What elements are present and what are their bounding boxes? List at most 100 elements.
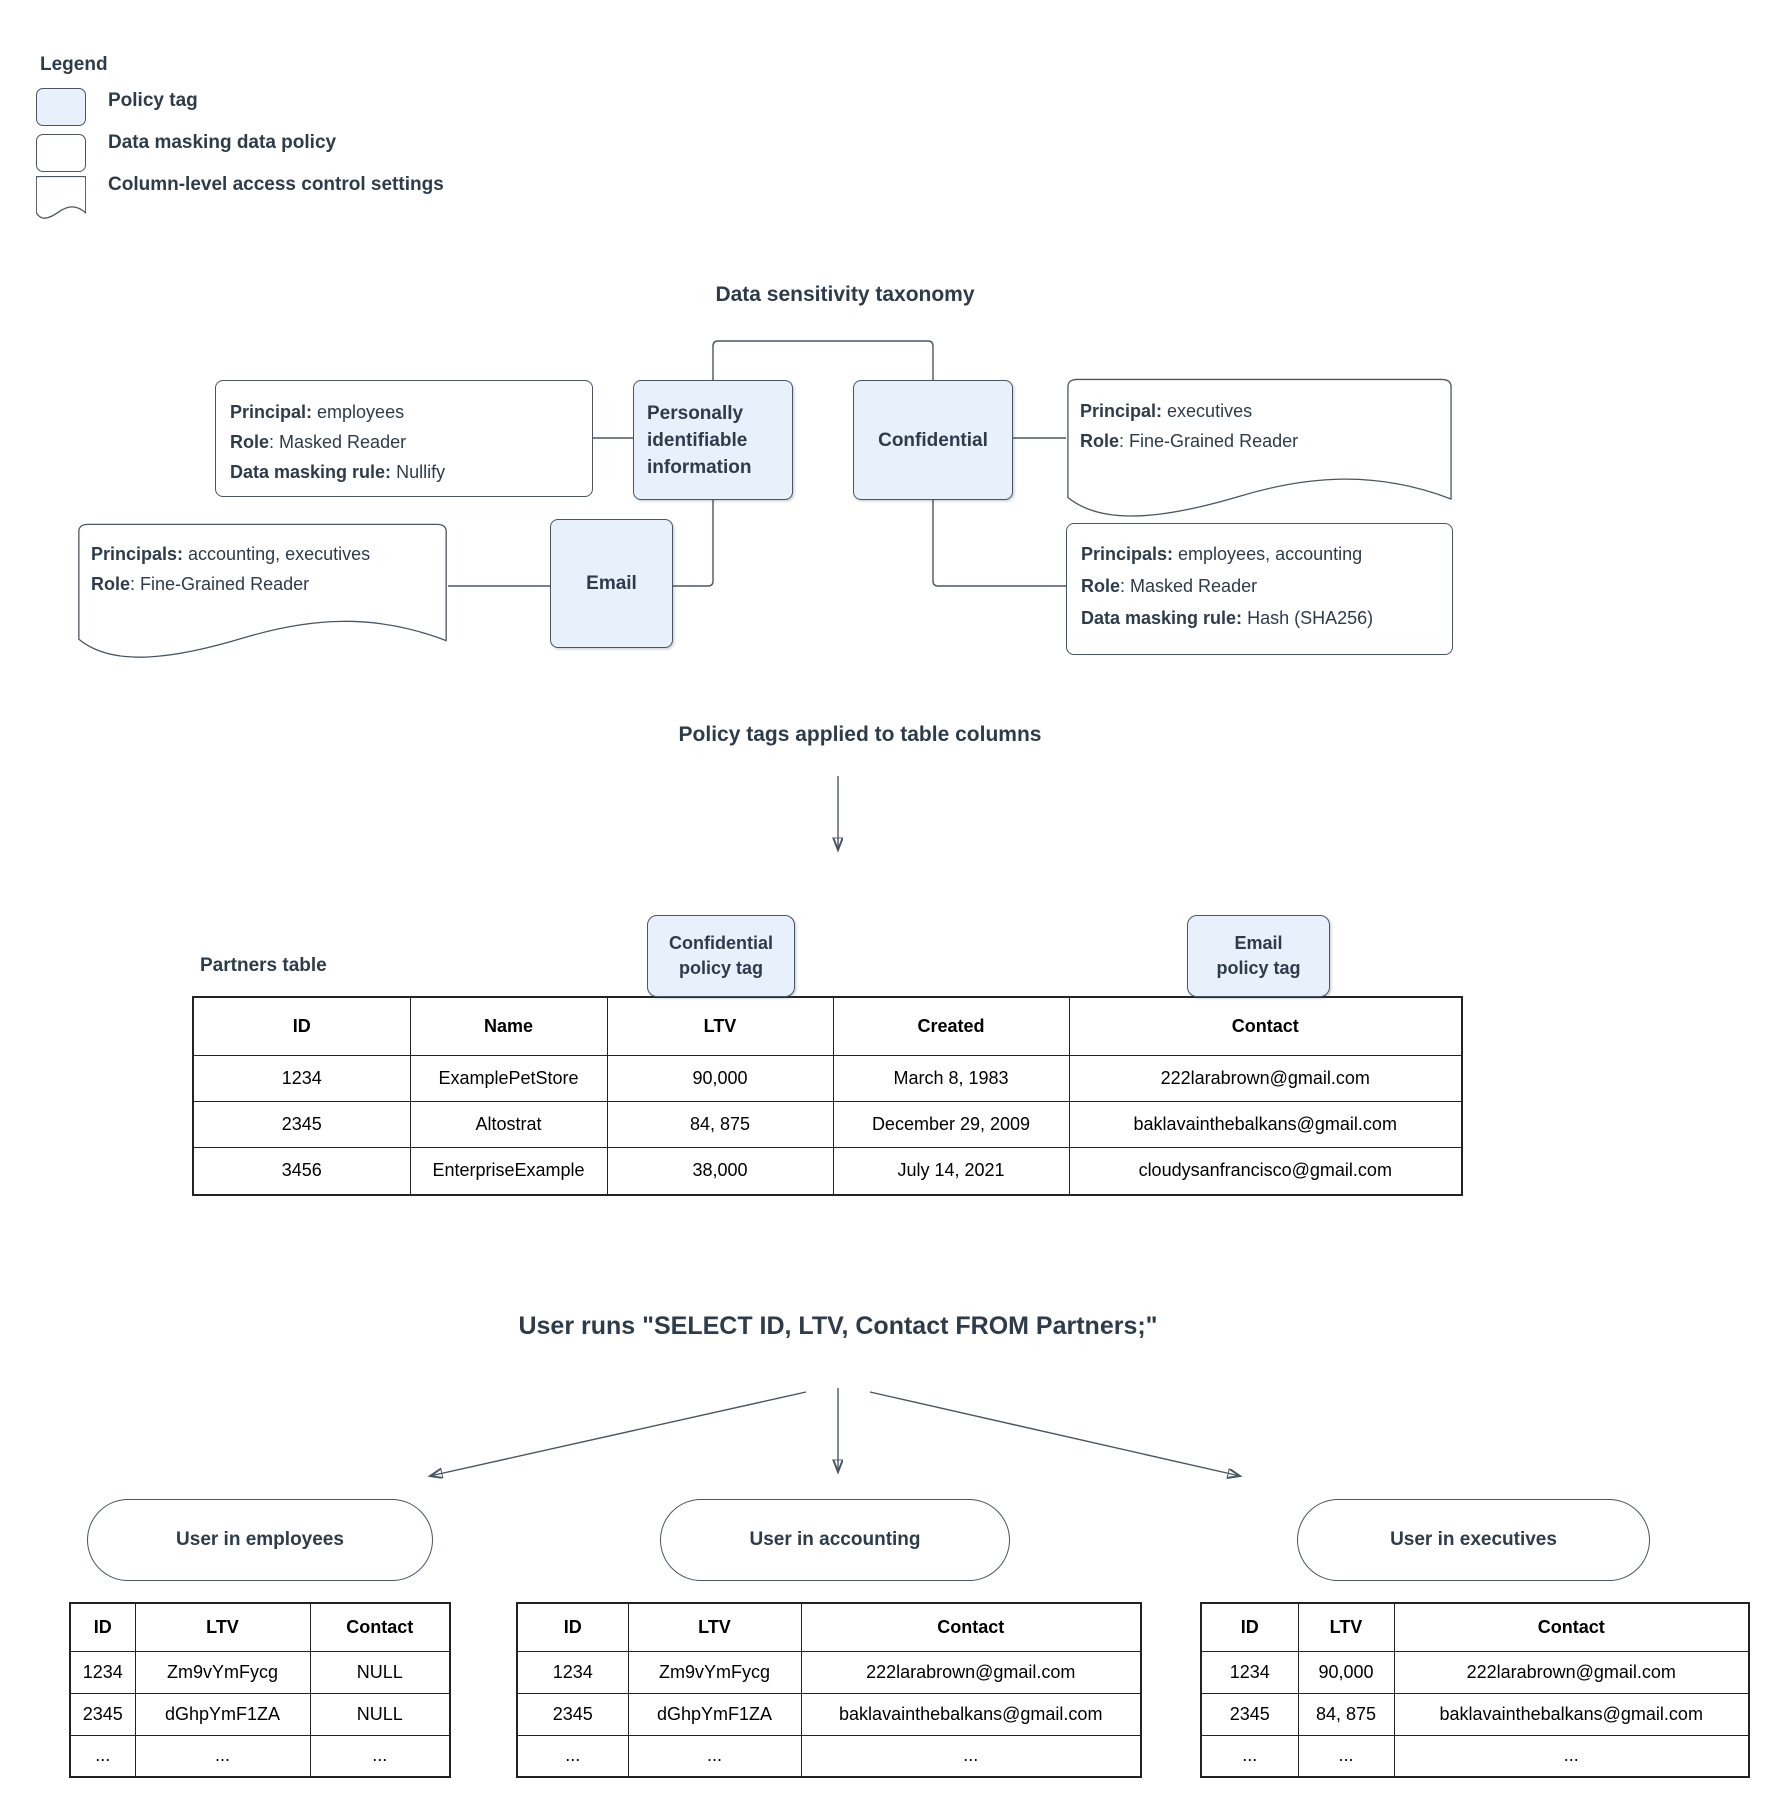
legend-title: Legend [40, 54, 108, 75]
col-header: Contact [800, 1602, 1142, 1652]
cell: ... [1200, 1734, 1299, 1778]
table-row: 2345 84, 875 baklavainthebalkans@gmail.c… [1200, 1692, 1750, 1736]
executives-result-table: ID LTV Contact 1234 90,000 222larabrown@… [1200, 1602, 1750, 1778]
col-header: ID [192, 996, 411, 1056]
policy-line: Role: Masked Reader [1081, 576, 1258, 596]
cell: Altostrat [409, 1100, 608, 1148]
cell: ExamplePetStore [409, 1054, 608, 1102]
cell: ... [309, 1734, 451, 1778]
policy-line: Data masking rule: Nullify [230, 462, 446, 482]
col-header: LTV [1297, 1602, 1395, 1652]
col-header: Contact [1393, 1602, 1750, 1652]
policy-line: Role: Fine-Grained Reader [91, 574, 310, 594]
cell: 222larabrown@gmail.com [1393, 1650, 1750, 1694]
legend-item-column-access: Column-level access control settings [108, 174, 444, 195]
confidential-to-hash-connector [932, 500, 1066, 587]
cell: ... [1393, 1734, 1750, 1778]
policy-line: Principals: employees, accounting [1081, 544, 1363, 564]
cell: 2345 [69, 1692, 136, 1736]
col-header: Contact [309, 1602, 451, 1652]
policy-line: Principals: accounting, executives [91, 544, 371, 564]
group-label: User in accounting [749, 1529, 921, 1550]
cell: March 8, 1983 [832, 1054, 1070, 1102]
table-row: ... ... ... [1200, 1734, 1750, 1778]
cell: 1234 [69, 1650, 136, 1694]
policy-line: Principal: employees [230, 402, 405, 422]
email-policy-tag: Email [550, 519, 673, 648]
cell: 2345 [192, 1100, 411, 1148]
legend-item-data-masking: Data masking data policy [108, 132, 337, 153]
policy-line: Data masking rule: Hash (SHA256) [1081, 608, 1374, 628]
data-masking-policy-swatch-icon [36, 134, 86, 172]
confidential-policy-tag-chip: Confidential policy tag [647, 915, 795, 997]
cell: 90,000 [606, 1054, 834, 1102]
nullify-policy-box: Principal: employees Role: Masked Reader… [215, 380, 593, 497]
cell: 1234 [192, 1054, 411, 1102]
pii-to-email-connector [673, 500, 714, 587]
chip-line: Email [1234, 933, 1283, 953]
policy-tag-swatch-icon [36, 88, 86, 126]
table-header-row: ID LTV Contact [1200, 1602, 1750, 1652]
cell: EnterpriseExample [409, 1146, 608, 1196]
col-header: ID [69, 1602, 136, 1652]
table-row: 2345 dGhpYmF1ZA baklavainthebalkans@gmai… [516, 1692, 1142, 1736]
user-executives-stadium: User in executives [1297, 1499, 1650, 1581]
chip-line: Confidential [669, 933, 773, 953]
legend-item-policy-tag: Policy tag [108, 90, 198, 111]
pii-policy-tag: Personally identifiable information [633, 380, 793, 500]
table-row: 1234 Zm9vYmFycg 222larabrown@gmail.com [516, 1650, 1142, 1694]
cell: 84, 875 [606, 1100, 834, 1148]
column-access-swatch-icon [36, 176, 86, 220]
cell: dGhpYmF1ZA [134, 1692, 311, 1736]
accounting-result-table: ID LTV Contact 1234 Zm9vYmFycg 222larabr… [516, 1602, 1142, 1778]
cell: Zm9vYmFycg [627, 1650, 802, 1694]
policy-line: Role: Masked Reader [230, 432, 407, 452]
employees-result-table: ID LTV Contact 1234 Zm9vYmFycg NULL 2345… [69, 1602, 451, 1778]
cell: December 29, 2009 [832, 1100, 1070, 1148]
cell: dGhpYmF1ZA [627, 1692, 802, 1736]
table-header-row: ID Name LTV Created Contact [192, 996, 1463, 1056]
table-header-row: ID LTV Contact [516, 1602, 1142, 1652]
chip-line: policy tag [678, 958, 763, 978]
cell: 38,000 [606, 1146, 834, 1196]
col-header: LTV [627, 1602, 802, 1652]
cell: ... [516, 1734, 629, 1778]
cell: 84, 875 [1297, 1692, 1395, 1736]
email-policy-tag-label: Email [586, 573, 637, 594]
cell: NULL [309, 1650, 451, 1694]
col-header: LTV [606, 996, 834, 1056]
cell: 3456 [192, 1146, 411, 1196]
cell: 222larabrown@gmail.com [800, 1650, 1142, 1694]
table-row: ... ... ... [516, 1734, 1142, 1778]
table-row: 1234 ExamplePetStore 90,000 March 8, 198… [192, 1054, 1463, 1102]
table-row: 1234 90,000 222larabrown@gmail.com [1200, 1650, 1750, 1694]
col-header: Created [832, 996, 1070, 1056]
cell: baklavainthebalkans@gmail.com [1393, 1692, 1750, 1736]
group-label: User in executives [1390, 1529, 1557, 1550]
partners-table-label: Partners table [200, 955, 327, 976]
cell: July 14, 2021 [832, 1146, 1070, 1196]
table-row: ... ... ... [69, 1734, 451, 1778]
group-label: User in employees [176, 1529, 344, 1550]
confidential-policy-tag: Confidential [853, 380, 1013, 500]
cell: baklavainthebalkans@gmail.com [800, 1692, 1142, 1736]
cell: ... [69, 1734, 136, 1778]
query-title: User runs "SELECT ID, LTV, Contact FROM … [518, 1312, 1158, 1340]
cell: ... [627, 1734, 802, 1778]
arrow-to-employees [430, 1391, 807, 1476]
table-row: 1234 Zm9vYmFycg NULL [69, 1650, 451, 1694]
email-policy-tag-chip: Email policy tag [1187, 915, 1330, 997]
cell: 1234 [516, 1650, 629, 1694]
cell: 90,000 [1297, 1650, 1395, 1694]
cell: cloudysanfrancisco@gmail.com [1068, 1146, 1463, 1196]
user-employees-stadium: User in employees [87, 1499, 433, 1581]
cell: Zm9vYmFycg [134, 1650, 311, 1694]
cell: ... [800, 1734, 1142, 1778]
policy-line: Principal: executives [1080, 401, 1253, 421]
col-header: ID [1200, 1602, 1299, 1652]
table-row: 2345 Altostrat 84, 875 December 29, 2009… [192, 1100, 1463, 1148]
table-row: 3456 EnterpriseExample 38,000 July 14, 2… [192, 1146, 1463, 1196]
table-row: 2345 dGhpYmF1ZA NULL [69, 1692, 451, 1736]
